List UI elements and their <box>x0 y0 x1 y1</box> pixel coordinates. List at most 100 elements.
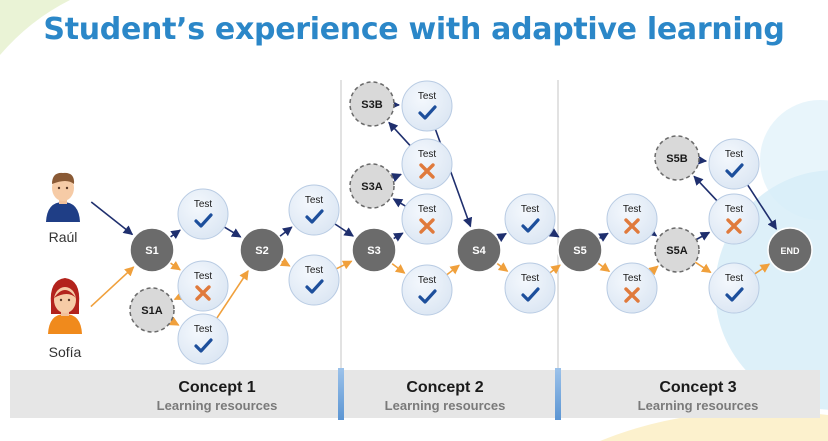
test-circle <box>504 193 556 245</box>
session-node: S3 <box>351 227 397 273</box>
student-name: Raúl <box>49 229 78 245</box>
concept-title: Concept 1 <box>178 379 255 396</box>
sofia-path-arrow <box>694 261 712 274</box>
raul-path-arrow <box>223 226 242 238</box>
test-label: Test <box>521 204 540 215</box>
test-circle <box>606 193 658 245</box>
session-node: S5 <box>557 227 603 273</box>
test-node: Test <box>708 138 760 190</box>
check-icon <box>305 279 324 294</box>
test-label: Test <box>194 324 213 335</box>
test-node: Test <box>401 193 453 245</box>
test-circle <box>708 262 760 314</box>
raul-path-arrow <box>169 229 181 240</box>
test-node: Test <box>606 262 658 314</box>
test-node: Test <box>177 313 229 365</box>
remedial-label: S5A <box>666 245 687 257</box>
session-label: S4 <box>472 245 486 257</box>
test-label: Test <box>418 204 437 215</box>
remedial-node: S1A <box>129 287 175 333</box>
test-circle <box>504 262 556 314</box>
test-circle <box>401 138 453 190</box>
remedial-label: S3B <box>361 99 382 111</box>
test-circle <box>401 193 453 245</box>
test-label: Test <box>623 204 642 215</box>
sofia-path-arrow <box>168 316 180 326</box>
check-icon <box>521 218 540 233</box>
test-label: Test <box>194 271 213 282</box>
raul-path-arrow <box>278 226 293 238</box>
cross-icon <box>624 218 640 234</box>
test-label: Test <box>418 91 437 102</box>
test-node: Test <box>401 80 453 132</box>
raul-path-arrow <box>695 231 711 241</box>
concept-subtitle: Learning resources <box>385 398 506 413</box>
sofia-path-arrow <box>549 264 561 275</box>
cross-icon <box>726 218 742 234</box>
test-circle <box>288 184 340 236</box>
remedial-circle <box>349 81 395 127</box>
raul-path-arrow <box>334 223 354 237</box>
background-corner <box>600 410 828 441</box>
check-icon <box>418 289 437 304</box>
concept-subtitle: Learning resources <box>638 398 759 413</box>
concept-divider <box>338 368 344 420</box>
check-icon <box>418 105 437 120</box>
remedial-node: S5B <box>654 135 700 181</box>
test-node: Test <box>401 264 453 316</box>
test-label: Test <box>305 195 324 206</box>
session-circle <box>557 227 603 273</box>
test-circle <box>401 80 453 132</box>
concept-band <box>10 370 820 418</box>
sofia-avatar-person-icon <box>48 278 82 334</box>
concept-subtitle: Learning resources <box>157 398 278 413</box>
session-circle <box>456 227 502 273</box>
cross-icon <box>419 218 435 234</box>
test-circle <box>288 254 340 306</box>
check-icon <box>194 213 213 228</box>
remedial-label: S1A <box>141 305 162 317</box>
sofia-path-arrow <box>597 262 611 273</box>
raul-path-arrow <box>646 226 658 237</box>
eye <box>59 298 63 302</box>
test-label: Test <box>521 273 540 284</box>
raul-path-arrow <box>697 155 708 165</box>
test-node: Test <box>401 138 453 190</box>
session-label: S2 <box>255 245 268 257</box>
sofia-path-arrow <box>216 270 249 319</box>
session-node: S2 <box>239 227 285 273</box>
test-node: Test <box>177 260 229 312</box>
cross-icon <box>419 163 435 179</box>
session-circle <box>239 227 285 273</box>
background-corner <box>0 0 70 55</box>
shirt <box>48 314 82 334</box>
sofia-path-arrow <box>90 266 135 308</box>
cross-icon <box>624 287 640 303</box>
sofia-path-arrow <box>446 264 460 276</box>
sofia-path-arrow <box>648 265 659 276</box>
session-label: END <box>780 246 800 256</box>
eye <box>65 186 69 190</box>
remedial-circle <box>654 227 700 273</box>
raul-path-arrow <box>598 232 609 242</box>
test-circle <box>177 260 229 312</box>
sofia-path-arrow <box>496 262 509 272</box>
student-name: Sofía <box>49 344 82 360</box>
check-icon <box>725 287 744 302</box>
test-node: Test <box>177 188 229 240</box>
session-node: S4 <box>456 227 502 273</box>
sofia-path-arrow <box>173 291 185 301</box>
concept-title: Concept 3 <box>659 379 736 396</box>
sofia-path-arrow <box>391 262 406 274</box>
test-label: Test <box>418 275 437 286</box>
test-circle <box>708 193 760 245</box>
background-blob <box>760 100 828 220</box>
remedial-node: S5A <box>654 227 700 273</box>
session-label: S3 <box>367 245 380 257</box>
session-circle <box>351 227 397 273</box>
session-node: END <box>767 227 813 273</box>
test-label: Test <box>623 273 642 284</box>
